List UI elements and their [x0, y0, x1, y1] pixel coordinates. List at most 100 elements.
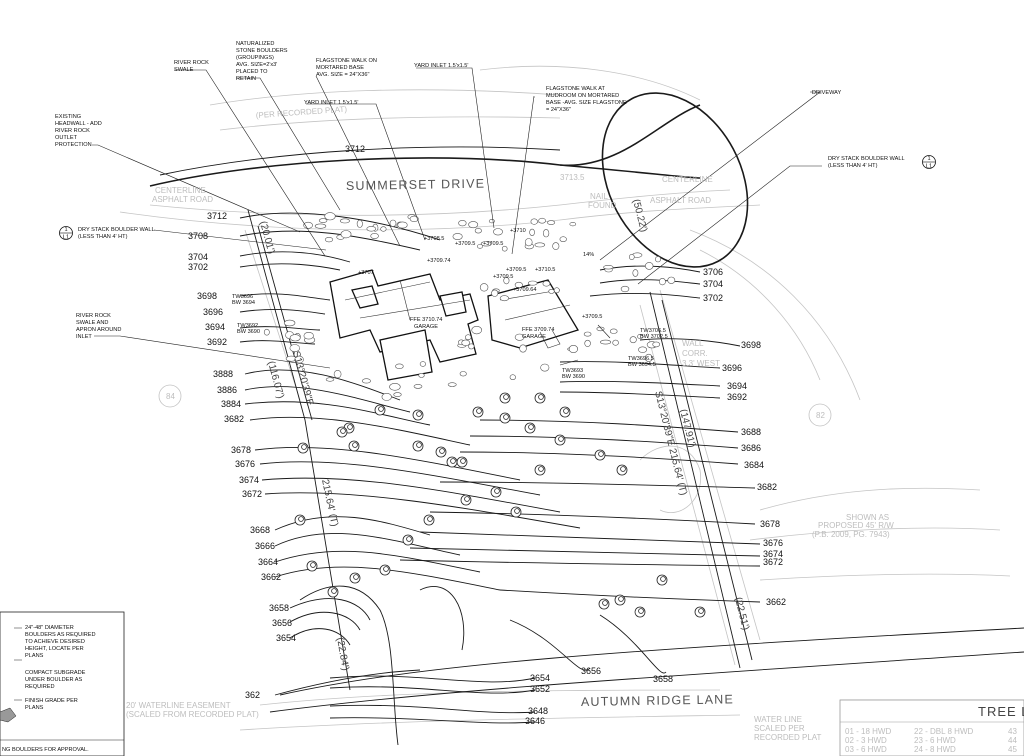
elevation-label: 3646	[525, 716, 545, 726]
elevation-label: 3692	[207, 337, 227, 347]
ffe-label: FFE 3709.74	[522, 327, 554, 333]
waterline-easement-note: 20' WATERLINE EASEMENT (SCALED FROM RECO…	[126, 701, 259, 719]
boulder	[389, 382, 401, 391]
boulder	[569, 222, 577, 227]
wall-bottom-label: BW 3694	[232, 300, 255, 306]
elevation-label: 3694	[205, 322, 225, 332]
tree-canopy	[347, 424, 353, 430]
river-rock-swale-callout: RIVER ROCK SWALE	[174, 60, 210, 73]
boulder	[501, 245, 508, 252]
tree-canopy	[301, 444, 307, 450]
driveway-slope-label: 14%	[583, 252, 594, 258]
boulder	[393, 392, 402, 397]
spot-elevations: +3710 +3709.5 +3709.5 +3709.74 +3709.5 +…	[358, 228, 602, 320]
garage-label: GARAGE	[522, 334, 546, 340]
boulder	[339, 218, 350, 224]
tree-canopy	[660, 576, 666, 582]
boulder	[534, 242, 546, 248]
boulder	[612, 339, 619, 346]
dry-stack-wall-left-callout: DRY STACK BOULDER WALL (LESS THAN 4' HT)	[78, 227, 156, 240]
elevation-label: 3682	[224, 414, 244, 424]
elevation-label: 3702	[703, 293, 723, 303]
boulder	[366, 226, 377, 232]
centerline-note: CENTERLINE ASPHALT ROAD	[152, 186, 213, 204]
wall-top-label: TW3693	[562, 368, 583, 374]
elevation-label: 3688	[741, 427, 761, 437]
tree-canopy	[352, 442, 358, 448]
lot-number: 84	[166, 392, 175, 401]
boulder-groupings	[263, 212, 676, 401]
boulder	[452, 233, 463, 240]
tree-canopy	[416, 411, 422, 417]
spot-elevation: +3709.5	[483, 241, 503, 247]
water-line-note: WATER LINE SCALED PER RECORDED PLAT	[754, 715, 822, 742]
bearing-right: S13°20'39"E 215.64' (T)	[652, 390, 689, 496]
elevation-label: 3706	[703, 267, 723, 277]
per-plat-note: (PER RECORDED PLAT)	[256, 105, 348, 120]
flagstone-mudroom-callout: FLAGSTONE WALK AT MUDROOM ON MORTARED BA…	[546, 86, 628, 113]
boulder	[283, 319, 296, 327]
elevation-label: 3886	[217, 385, 237, 395]
boulder	[395, 363, 404, 369]
tree-legend-rows: 01 - 18 HWD 02 - 3 HWD 03 - 6 HWD	[845, 727, 893, 754]
elevation-label: 3708	[188, 231, 208, 241]
elevation-label: 3684	[744, 460, 764, 470]
boulder	[380, 226, 387, 232]
boulder	[413, 384, 423, 389]
tree-canopy	[298, 516, 304, 522]
boulder	[480, 241, 492, 247]
elevation-label: 3694	[727, 381, 747, 391]
elevation-label: 3658	[653, 674, 673, 684]
naturalized-boulders-callout: NATURALIZED STONE BOULDERS (GROUPINGS) A…	[236, 41, 289, 82]
boulder	[303, 332, 314, 340]
elevation-label: 362	[245, 690, 260, 700]
elevation-label: 3692	[727, 392, 747, 402]
tree-canopy	[602, 600, 608, 606]
elevation-label: 3662	[766, 597, 786, 607]
summerset-drive-road	[149, 92, 749, 268]
tree-canopy	[383, 566, 389, 572]
boulder	[397, 221, 408, 229]
spot-elevation: +3709.5	[455, 241, 475, 247]
wall-bottom-label: BW 3690	[562, 374, 585, 380]
tree-canopy	[406, 536, 412, 542]
elevation-label: 3698	[741, 340, 761, 350]
tree-canopy	[331, 588, 337, 594]
boulder	[303, 221, 313, 229]
boulder	[628, 254, 635, 261]
spot-elevation: +3709.5	[493, 274, 513, 280]
spot-elevation: +3710.5	[535, 267, 555, 273]
boulder	[491, 289, 499, 297]
elevation-label: 3696	[722, 363, 742, 373]
boulder	[629, 336, 637, 344]
tree-legend-rows-3: 43 44 45	[1008, 727, 1019, 754]
boulder	[468, 343, 475, 350]
boulder	[325, 377, 335, 382]
spot-elevation: +3709.74	[427, 258, 451, 264]
road-contour-label: 3712	[345, 144, 365, 154]
nail-found-note: NAIL FOUND	[588, 192, 617, 210]
autumn-ridge-lane-road	[269, 585, 1024, 746]
boulder	[638, 346, 647, 353]
bottom-elevation-labels: 3654 3652 3648 3646 3656 3658	[525, 666, 673, 726]
tree-canopy	[503, 394, 509, 400]
boulder	[314, 223, 327, 229]
tree-canopy	[439, 448, 445, 454]
elevation-label: 3674	[763, 549, 783, 559]
swale-apron-callout: RIVER ROCK SWALE AND APRON AROUND INLET	[76, 313, 123, 340]
yard-inlet-mid-callout: YARD INLET 1.5'x1.5'	[304, 100, 358, 106]
elevation-label: 3656	[272, 618, 292, 628]
elevation-label: 3678	[231, 445, 251, 455]
boulder	[361, 378, 371, 384]
autumn-ridge-lane-label: AUTUMN RIDGE LANE	[581, 692, 734, 709]
elevation-label: 3654	[530, 673, 550, 683]
boulder	[333, 370, 342, 379]
dimension-top-left: (20.01')	[257, 220, 276, 255]
elevation-label: 3696	[203, 307, 223, 317]
svg-text:1: 1	[64, 227, 67, 233]
spot-elevation: +3709.5	[506, 267, 526, 273]
boulder	[289, 344, 300, 352]
elevation-label: 3888	[213, 369, 233, 379]
dry-stack-wall-right-callout: DRY STACK BOULDER WALL (LESS THAN 4' HT)	[828, 156, 906, 169]
spot-elevation: +3707	[358, 270, 374, 276]
